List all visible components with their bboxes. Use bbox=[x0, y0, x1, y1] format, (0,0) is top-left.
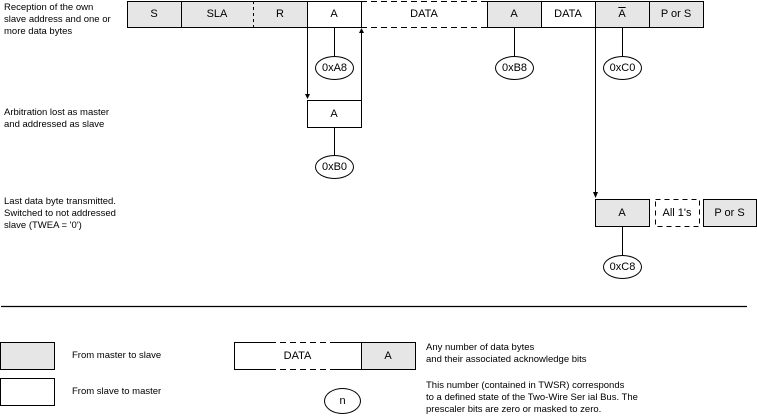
cell-not-ack: A bbox=[595, 1, 649, 27]
row-label-last-byte: Last data byte transmitted. Switched to … bbox=[4, 196, 116, 231]
cell-start: S bbox=[127, 1, 181, 27]
legend-master-text: From master to slave bbox=[72, 350, 162, 361]
legend-state-symbol: n bbox=[324, 388, 361, 414]
legend-slave-swatch bbox=[0, 378, 55, 406]
cell-sla: SLA bbox=[181, 1, 253, 27]
state-0xB0: 0xB0 bbox=[315, 155, 354, 179]
row-label-reception: Reception of the own slave address and o… bbox=[4, 2, 111, 37]
arrowhead-down bbox=[305, 94, 310, 99]
not-ack-label: A bbox=[618, 8, 626, 20]
cell-all-ones: All 1's bbox=[655, 199, 699, 226]
arrowhead-up bbox=[359, 28, 364, 33]
state-0xC8: 0xC8 bbox=[603, 255, 642, 279]
state-0xA8: 0xA8 bbox=[315, 56, 354, 80]
arb-box-border bbox=[307, 100, 362, 128]
cell-last-ack: A bbox=[595, 199, 649, 226]
state-0xB8: 0xB8 bbox=[495, 56, 534, 80]
cell-read: R bbox=[253, 1, 307, 27]
legend-data-cell: DATA bbox=[234, 342, 361, 370]
row-label-arbitration: Arbitration lost as master and addressed… bbox=[4, 107, 110, 130]
legend-state-desc-text: This number (contained in TWSR) correspo… bbox=[426, 380, 638, 415]
cell-ack-sla: A bbox=[307, 1, 361, 27]
cell-arb-ack: A bbox=[307, 100, 361, 127]
legend-slave-border bbox=[0, 378, 55, 406]
all-ones-border bbox=[655, 199, 700, 227]
state-0xC0: 0xC0 bbox=[603, 56, 642, 80]
cell-data-multi: DATA bbox=[361, 1, 487, 27]
legend-any-number-text: Any number of data bytes and their assoc… bbox=[426, 342, 587, 365]
last-ack-border bbox=[595, 199, 650, 227]
legend-master-border bbox=[0, 342, 55, 370]
cell-stop-or-start: P or S bbox=[649, 1, 703, 27]
legend-slave-text: From slave to master bbox=[72, 386, 162, 397]
arrowhead-down-last bbox=[593, 192, 598, 198]
legend-ack-cell: A bbox=[361, 342, 415, 370]
last-stop-border bbox=[703, 199, 757, 227]
cell-ack-data: A bbox=[487, 1, 541, 27]
cell-data-last: DATA bbox=[541, 1, 595, 27]
legend-master-swatch bbox=[0, 342, 55, 370]
cell-last-stop-or-start: P or S bbox=[703, 199, 756, 226]
